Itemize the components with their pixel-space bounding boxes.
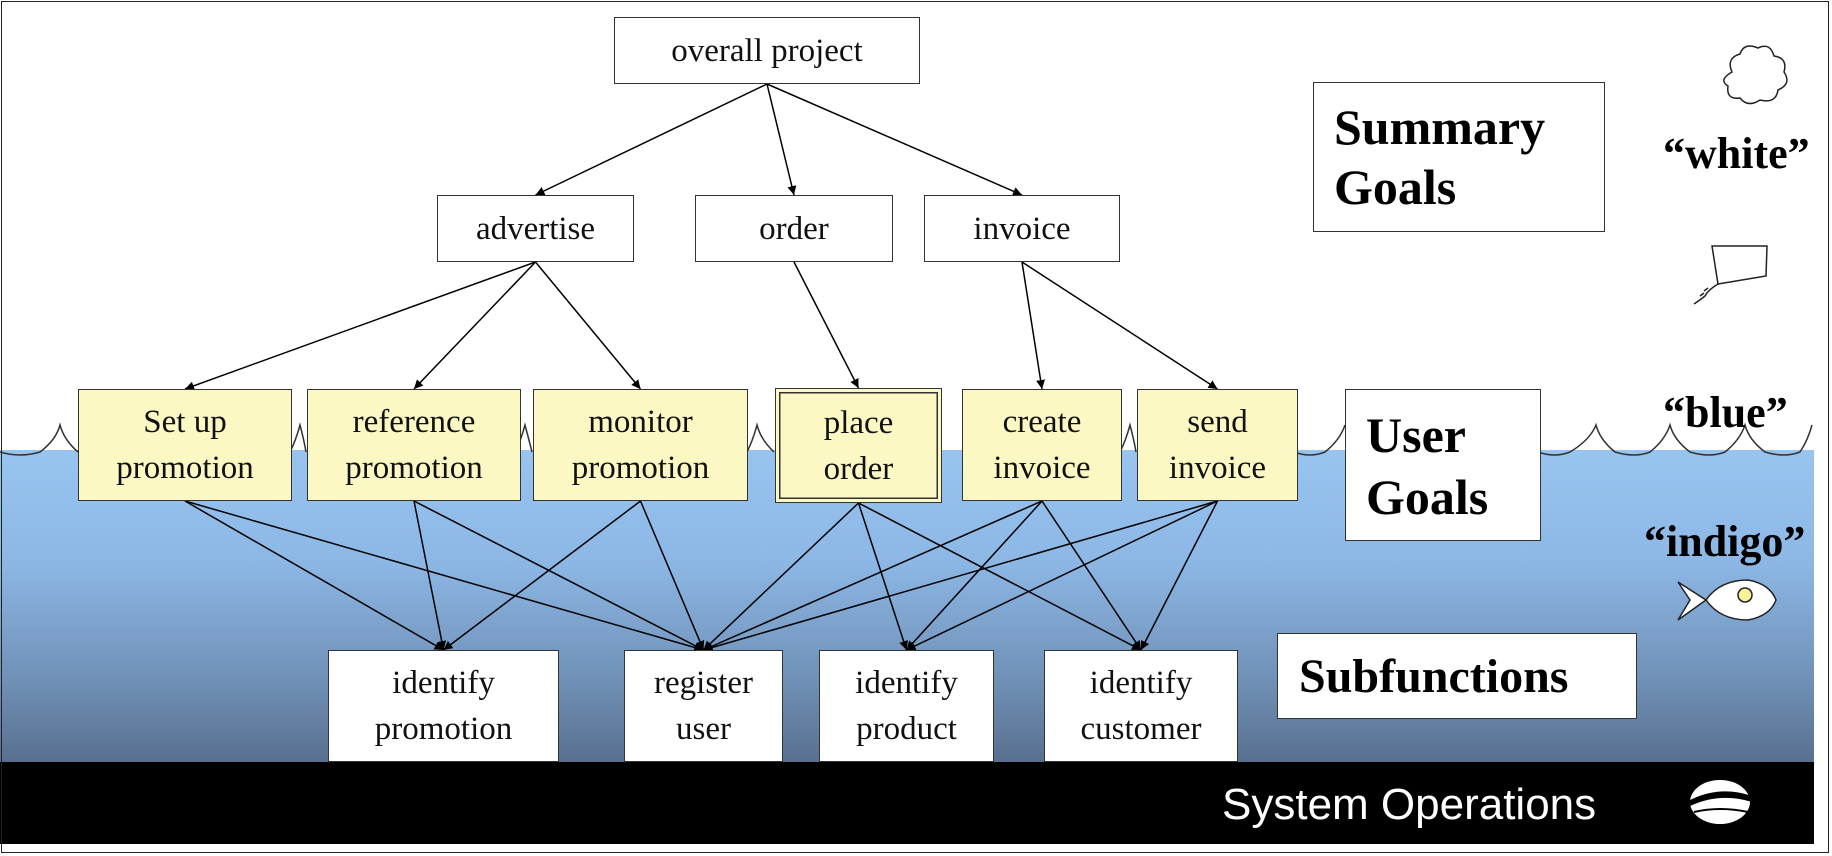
edge-advertise-to-reference-promotion xyxy=(413,261,537,390)
kite-icon xyxy=(1693,245,1768,305)
edge-overall-project-to-order xyxy=(766,83,797,196)
edge-invoice-to-create-invoice xyxy=(1021,261,1046,390)
clam-icon xyxy=(1690,780,1752,824)
edge-create-invoice-to-identify-customer xyxy=(1041,500,1142,651)
edge-place-order-to-identify-product xyxy=(857,502,908,651)
tag-white: “white” xyxy=(1663,129,1810,178)
node-send-invoice: send invoice xyxy=(1137,389,1298,501)
edge-place-order-to-identify-customer xyxy=(858,502,1142,651)
fish-icon xyxy=(1677,579,1777,621)
node-place-order: place order xyxy=(775,388,942,503)
edge-send-invoice-to-identify-product xyxy=(906,500,1218,651)
edge-advertise-to-set-up-promotion xyxy=(184,261,536,391)
edge-place-order-to-register-user xyxy=(702,502,860,651)
edge-set-up-promotion-to-register-user xyxy=(184,500,704,652)
edge-invoice-to-send-invoice xyxy=(1021,261,1218,390)
level-subfunctions: Subfunctions xyxy=(1277,633,1637,719)
edge-advertise-to-monitor-promotion xyxy=(534,261,642,390)
node-set-up-promotion: Set up promotion xyxy=(78,389,292,501)
edge-send-invoice-to-register-user xyxy=(703,500,1218,652)
edge-create-invoice-to-register-user xyxy=(703,500,1043,651)
tag-indigo: “indigo” xyxy=(1644,517,1806,566)
node-monitor-promotion: monitor promotion xyxy=(533,389,748,501)
edge-set-up-promotion-to-identify-promotion xyxy=(184,500,444,651)
level-user-goals: User Goals xyxy=(1345,389,1541,541)
edge-order-to-place-order xyxy=(793,261,860,389)
cloud-icon xyxy=(1723,45,1788,105)
node-order: order xyxy=(695,195,893,262)
edge-reference-promotion-to-identify-promotion xyxy=(413,500,447,651)
node-overall-project: overall project xyxy=(614,17,920,84)
node-register-user: register user xyxy=(624,650,783,762)
node-identify-product: identify product xyxy=(819,650,994,762)
level-summary-goals: Summary Goals xyxy=(1313,82,1605,232)
edge-monitor-promotion-to-register-user xyxy=(639,500,705,651)
tag-blue: “blue” xyxy=(1663,388,1788,437)
edge-reference-promotion-to-register-user xyxy=(413,500,704,651)
system-operations-label: System Operations xyxy=(1222,780,1597,829)
edge-overall-project-to-invoice xyxy=(766,83,1023,196)
system-operations-band xyxy=(0,762,1814,844)
wave-line xyxy=(0,422,1813,456)
node-reference-promotion: reference promotion xyxy=(307,389,521,501)
edge-overall-project-to-advertise xyxy=(535,83,768,196)
edge-monitor-promotion-to-identify-promotion xyxy=(443,500,641,651)
node-advertise: advertise xyxy=(437,195,634,262)
edge-create-invoice-to-identify-product xyxy=(905,500,1043,651)
edge-send-invoice-to-identify-customer xyxy=(1140,500,1219,651)
node-invoice: invoice xyxy=(924,195,1120,262)
node-create-invoice: create invoice xyxy=(962,389,1122,501)
node-identify-promotion: identify promotion xyxy=(328,650,559,762)
node-identify-customer: identify customer xyxy=(1044,650,1238,762)
